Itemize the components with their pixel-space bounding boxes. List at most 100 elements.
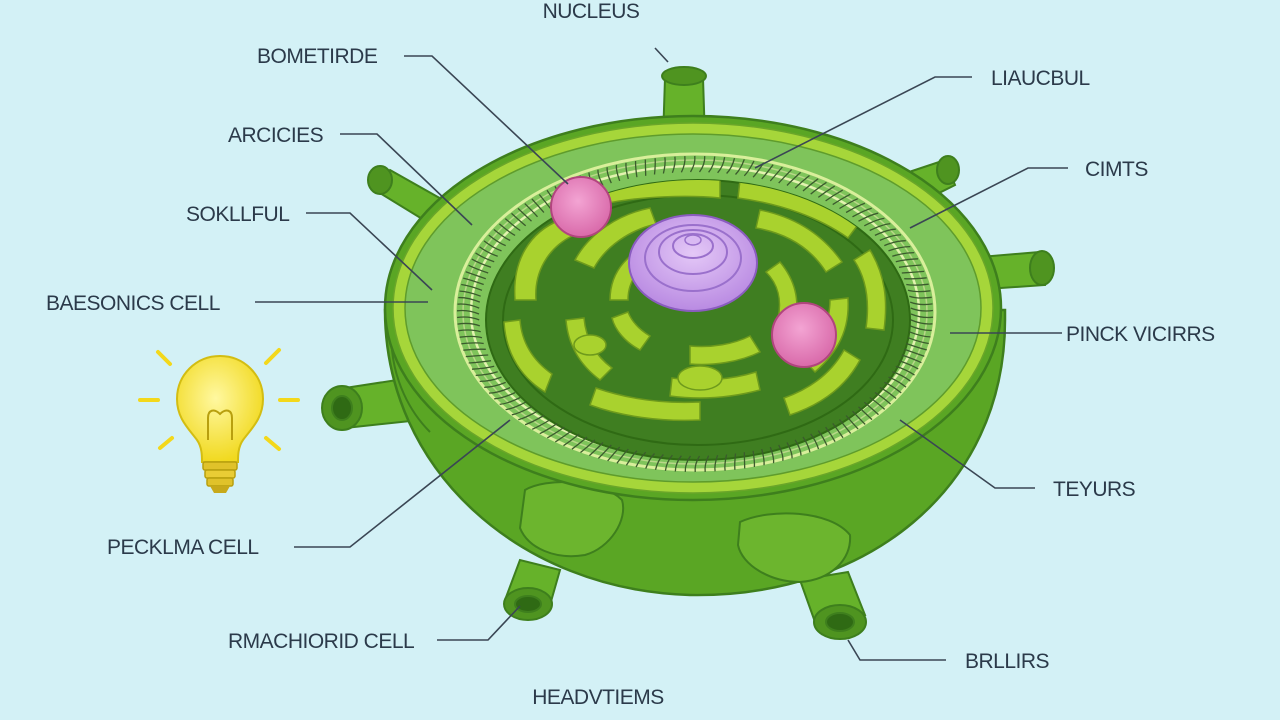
fringe-tick (874, 228, 896, 236)
fringe-tick (488, 387, 511, 394)
fringe-tick (845, 415, 859, 430)
fringe-tick (471, 365, 495, 370)
fringe-tick (479, 376, 502, 383)
leader-arcicies (340, 133, 473, 226)
label-pinck-vicirrs: PINCK VICIRRS (1066, 323, 1215, 346)
fringe-tick (909, 331, 931, 338)
label-headvtiems: HEADVTIEMS (532, 686, 664, 709)
fringe-tick (906, 283, 929, 286)
fringe-tick (852, 207, 872, 218)
fringe-tick (563, 433, 580, 447)
label-baesonics-cell: BAESONICS CELL (46, 292, 220, 315)
fringe-tick (735, 159, 745, 175)
fringe-tick (761, 448, 765, 466)
fringe-tick (456, 309, 480, 315)
fringe-tick (884, 381, 902, 394)
fringe-tick (517, 207, 532, 222)
fringe-tick (625, 450, 638, 466)
fringe-tick (910, 313, 934, 319)
fringe-tick (607, 446, 621, 462)
fringe-tick (852, 410, 866, 425)
fringe-tick (465, 354, 489, 358)
fringe-tick (909, 301, 933, 306)
fringe-tick (832, 423, 844, 439)
fringe-tick (906, 342, 927, 351)
fringe-tick (554, 430, 573, 443)
fringe-tick (810, 181, 827, 195)
membrane-fringe (456, 155, 934, 473)
fringe-tick (845, 202, 866, 214)
fringe-tick (538, 194, 552, 209)
fringe-tick (498, 223, 516, 236)
fringe-tick (588, 442, 604, 457)
fringe-tick (704, 455, 710, 472)
fringe-tick (635, 451, 647, 468)
leader-nucleus (654, 47, 669, 63)
fringe-tick (864, 217, 885, 227)
fringe-tick (903, 348, 925, 357)
fringe-tick (714, 454, 719, 472)
fringe-tick (463, 277, 484, 286)
leader-sokllful (306, 212, 433, 291)
fringe-tick (708, 156, 716, 173)
label-bometirde: BOMETIRDE (257, 45, 378, 68)
leader-lines (255, 47, 1068, 661)
fringe-tick (511, 212, 527, 227)
fringe-tick (616, 448, 629, 464)
fringe-tick (724, 454, 728, 471)
fringe-tick (884, 240, 906, 247)
fringe-tick (863, 401, 879, 416)
fringe-tick (524, 414, 545, 426)
fringe-tick (531, 418, 551, 430)
fringe-tick (662, 157, 666, 174)
fringe-tick (910, 307, 933, 312)
leader-liaucbul (754, 76, 972, 169)
fringe-tick (459, 290, 481, 297)
fringe-tick (653, 158, 656, 175)
fringe-tick (459, 335, 483, 339)
fringe-tick (518, 410, 538, 421)
label-arcicies: ARCICIES (228, 124, 324, 147)
fringe-tick (504, 218, 521, 232)
fringe-tick (689, 155, 696, 173)
leader-brllirs (847, 639, 946, 661)
fringe-tick (463, 348, 486, 351)
fringe-tick (898, 360, 919, 370)
fringe-tick (869, 223, 891, 232)
fringe-tick (825, 189, 844, 202)
fringe-tick (761, 164, 774, 180)
fringe-tick (909, 325, 932, 332)
label-rmachiorid-cell: RMACHIORID CELL (228, 630, 414, 653)
fringe-tick (879, 234, 902, 241)
fringe-tick (680, 156, 686, 173)
fringe-tick (888, 245, 911, 252)
fringe-tick (457, 303, 480, 309)
fringe-tick (726, 158, 736, 174)
fringe-tick (794, 439, 802, 456)
fringe-tick (869, 396, 886, 410)
fringe-tick (858, 212, 879, 222)
fringe-tick (475, 371, 498, 377)
fringe-tick (606, 167, 612, 184)
fringe-tick (832, 193, 851, 206)
fringe-tick (909, 295, 932, 299)
fringe-tick (910, 319, 933, 325)
fringe-tick (493, 228, 511, 241)
fringe-tick (838, 419, 852, 434)
fringe-tick (654, 454, 664, 470)
fringe-tick (461, 283, 483, 291)
fringe-tick (488, 234, 506, 247)
fringe-tick (879, 387, 897, 400)
fringe-tick (892, 371, 911, 382)
fringe-tick (786, 442, 793, 459)
fringe-tick (769, 446, 775, 464)
fringe-tick (511, 406, 532, 416)
lightbulb-icon (138, 348, 300, 493)
label-nucleus: NUCLEUS (543, 0, 640, 23)
fringe-tick (465, 271, 487, 280)
leader-rmachiorid (437, 605, 521, 641)
fringe-tick (625, 162, 629, 180)
fringe-tick (457, 322, 481, 327)
fringe-tick (769, 166, 783, 182)
